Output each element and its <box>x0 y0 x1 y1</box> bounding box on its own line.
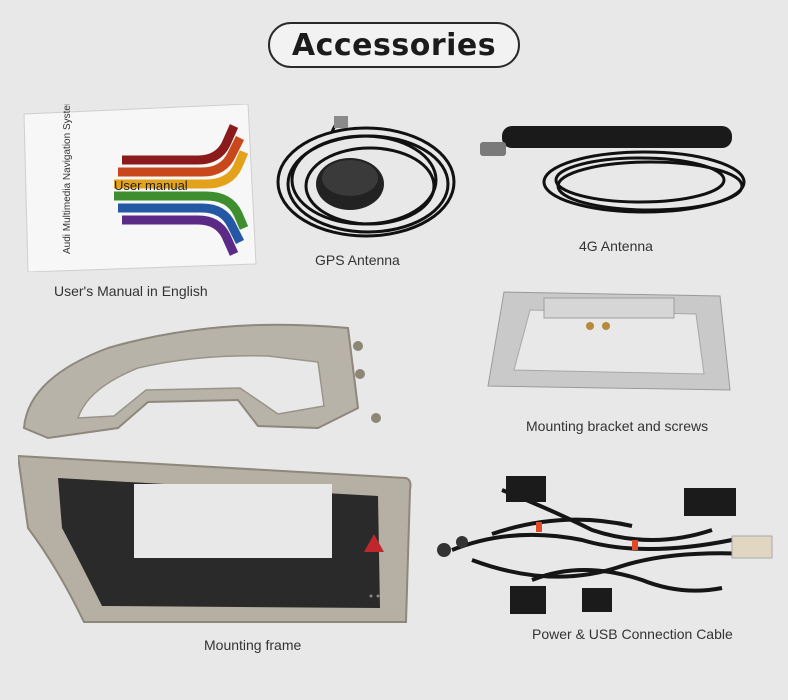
mounting-bracket-image <box>484 288 746 412</box>
title-text: Accessories <box>291 27 497 63</box>
gps-antenna-caption: GPS Antenna <box>315 252 400 268</box>
power-cable-caption: Power & USB Connection Cable <box>532 626 733 642</box>
user-manual-image: User manual Audi Multimedia Navigation S… <box>22 97 258 273</box>
power-cable-image <box>432 470 778 620</box>
gps-antenna-image <box>272 112 460 248</box>
mounting-frame-caption: Mounting frame <box>204 637 302 653</box>
page-title: Accessories <box>268 22 520 68</box>
manual-cover-label: User manual <box>114 178 188 193</box>
mounting-bracket-caption: Mounting bracket and screws <box>526 418 709 434</box>
manual-caption: User's Manual in English <box>54 283 208 299</box>
antenna-4g-caption: 4G Antenna <box>579 238 653 254</box>
antenna-4g-image <box>474 120 758 220</box>
manual-cover-title: Audi Multimedia Navigation System <box>62 104 73 254</box>
mounting-frame-image <box>16 318 412 636</box>
